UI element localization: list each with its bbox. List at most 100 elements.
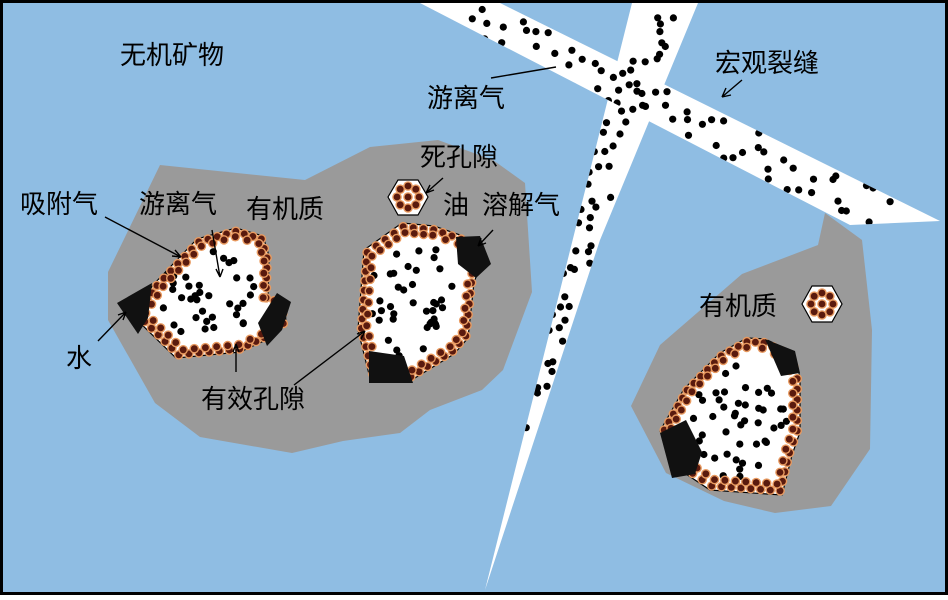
adsorbed-gas-molecule	[784, 434, 795, 445]
free-gas-molecule	[842, 207, 850, 215]
free-gas-molecule	[429, 307, 437, 315]
free-gas-molecule	[616, 130, 624, 138]
free-gas-molecule	[592, 203, 600, 211]
free-gas-molecule	[386, 303, 395, 311]
free-gas-molecule	[629, 105, 637, 113]
free-gas-molecule	[499, 23, 507, 31]
free-gas-molecule	[578, 55, 586, 63]
adsorbed-gas-molecule	[710, 363, 721, 374]
water-patch	[117, 283, 152, 334]
free-gas-molecule	[159, 304, 167, 312]
free-gas-molecule	[239, 299, 247, 307]
adsorbed-gas-molecule	[181, 257, 191, 268]
adsorbed-gas-molecule	[400, 227, 410, 238]
free-gas-molecule	[656, 20, 665, 28]
free-gas-molecule	[208, 313, 216, 321]
free-gas-molecule	[203, 317, 211, 325]
adsorbed-gas-molecule	[403, 181, 413, 191]
adsorbed-gas-molecule	[403, 192, 413, 202]
free-gas-molecule	[738, 459, 747, 467]
adsorbed-gas-molecule	[825, 291, 835, 302]
label-free-gas-fracture: 游离气	[427, 84, 505, 114]
free-gas-molecule	[607, 193, 615, 201]
free-gas-molecule	[404, 262, 412, 271]
free-gas-molecule	[234, 304, 242, 312]
adsorbed-gas-molecule	[383, 239, 394, 250]
free-gas-molecule	[755, 388, 763, 396]
free-gas-molecule	[723, 450, 731, 458]
adsorbed-gas-molecule	[403, 203, 413, 213]
free-gas-molecule	[400, 286, 408, 294]
free-gas-molecule	[483, 19, 491, 27]
free-gas-molecule	[736, 465, 744, 473]
free-gas-molecule	[700, 450, 708, 459]
adsorbed-gas-molecule	[418, 229, 429, 240]
free-gas-molecule	[561, 293, 569, 301]
adsorbed-gas-molecule	[788, 400, 798, 411]
water-patch	[258, 293, 291, 346]
free-gas-molecule	[239, 319, 247, 327]
free-gas-molecule	[633, 80, 641, 88]
adsorbed-gas-molecule	[416, 359, 427, 370]
free-gas-molecule	[684, 131, 693, 139]
leader-arrow	[232, 343, 240, 372]
free-gas-molecule	[415, 247, 423, 255]
adsorbed-gas-molecule	[230, 231, 241, 242]
adsorbed-gas-molecule	[362, 309, 373, 319]
organic-matter-left	[108, 140, 532, 453]
free-gas-molecule	[570, 265, 579, 273]
adsorbed-gas-molecule	[730, 476, 741, 486]
leader-arrow	[211, 229, 224, 278]
free-gas-molecule	[448, 282, 456, 290]
free-gas-molecule	[741, 417, 749, 425]
adsorbed-gas-molecule	[364, 331, 375, 342]
free-gas-molecule	[519, 18, 528, 26]
free-gas-molecule	[615, 86, 623, 94]
adsorbed-gas-molecule	[407, 365, 417, 375]
free-gas-molecule	[568, 46, 576, 54]
free-gas-molecule	[627, 66, 635, 74]
free-gas-molecule	[430, 254, 438, 262]
adsorbed-gas-molecule	[451, 334, 462, 345]
free-gas-molecule	[617, 107, 626, 115]
free-gas-molecule	[601, 147, 609, 156]
adsorbed-gas-molecule	[207, 238, 218, 248]
adsorbed-gas-molecule	[778, 456, 788, 466]
adsorbed-gas-molecule	[750, 337, 761, 347]
free-gas-molecule	[709, 412, 717, 421]
adsorbed-gas-molecule	[426, 353, 436, 364]
free-gas-molecule	[556, 303, 565, 311]
free-gas-molecule	[586, 259, 594, 267]
free-gas-molecule	[225, 259, 233, 267]
free-gas-molecule	[722, 369, 730, 378]
free-gas-molecule	[715, 396, 723, 404]
free-gas-molecule	[178, 294, 186, 302]
label-free-gas-pore: 游离气	[139, 190, 217, 220]
free-gas-molecule	[543, 382, 551, 390]
free-gas-molecule	[654, 14, 662, 22]
adsorbed-gas-molecule	[200, 342, 211, 353]
free-gas-molecule	[708, 116, 716, 124]
free-gas-molecule	[712, 141, 720, 150]
free-gas-molecule	[389, 315, 397, 323]
adsorbed-gas-molecule	[256, 247, 267, 258]
adsorbed-gas-molecule	[363, 297, 374, 308]
free-gas-molecule	[770, 424, 778, 432]
free-gas-molecule	[565, 61, 573, 69]
free-gas-molecule	[605, 162, 613, 170]
adsorbed-gas-molecule	[435, 347, 446, 358]
free-gas-molecule	[767, 389, 776, 397]
pore-free-gas	[689, 362, 791, 480]
leader-arrow	[104, 216, 182, 258]
label-adsorbed-gas: 吸附气	[20, 190, 98, 220]
adsorbed-gas-molecule	[788, 424, 798, 435]
adsorbed-gas-molecule	[718, 355, 728, 366]
free-gas-molecule	[722, 428, 730, 436]
adsorbed-gas-molecule	[761, 478, 772, 489]
free-gas-molecule	[683, 108, 691, 116]
macro-fracture-branch-a	[420, 3, 940, 225]
leader-arrow	[477, 229, 494, 247]
free-gas-molecule	[720, 403, 728, 411]
free-gas-molecule	[478, 5, 486, 14]
